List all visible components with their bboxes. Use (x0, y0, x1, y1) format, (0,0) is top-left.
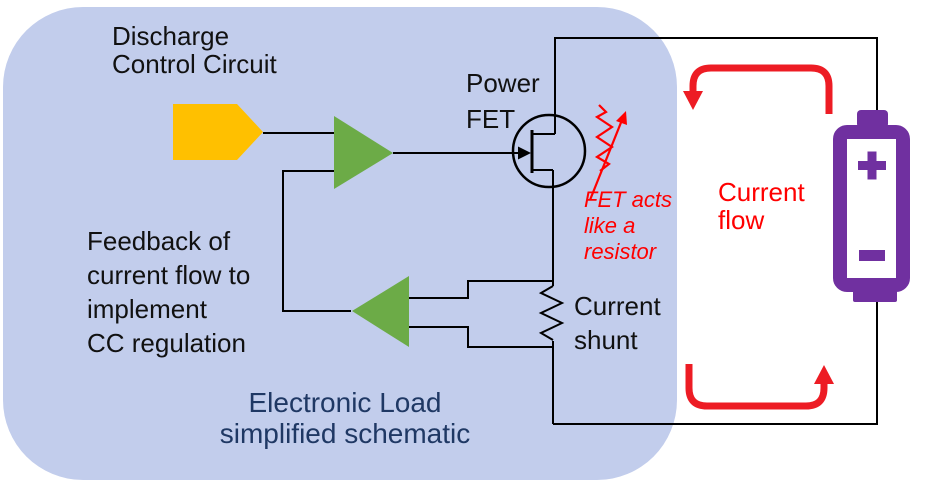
variable-resistor-arrowhead (616, 111, 627, 125)
wire-sense-top (409, 280, 552, 299)
current-flow-arrow-top-head (683, 91, 703, 110)
schematic-caption: Electronic Load simplified schematic (180, 387, 510, 449)
discharge-control-label: Discharge Control Circuit (112, 22, 277, 78)
feedback-line1: Feedback of (87, 226, 231, 256)
circuit-wires (263, 37, 878, 425)
power-fet-symbol-icon (511, 113, 587, 189)
feedback-label: Feedback of current flow to implement CC… (87, 224, 250, 360)
fet-circle (511, 113, 587, 189)
variable-resistor-icon (588, 104, 627, 201)
discharge-source-arrow-icon (173, 104, 263, 160)
fet-acts-line1: FET acts (584, 187, 673, 212)
power-fet-line1: Power (466, 68, 540, 98)
fet-acts-annotation: FET acts like a resistor (584, 187, 672, 265)
current-flow-arrow-top-shaft (689, 64, 833, 114)
feedback-amplifier-icon (352, 276, 409, 347)
feedback-line3: implement (87, 294, 207, 324)
battery-bottom-terminal (853, 290, 897, 302)
wire-bottom-loop (553, 302, 878, 425)
schematic-background-panel (3, 7, 677, 480)
current-flow-arrow-bottom-shaft (685, 364, 828, 410)
buffer-amplifier-icon (334, 116, 393, 189)
caption-line2: simplified schematic (219, 418, 471, 449)
wire-sense-bottom (409, 326, 552, 348)
wire-feedback-loop (282, 170, 351, 312)
discharge-control-line1: Discharge (112, 21, 230, 51)
discharge-control-line2: Control Circuit (112, 49, 277, 79)
battery-plus-icon (858, 151, 886, 180)
feedback-line2: current flow to (87, 260, 251, 290)
power-fet-label: Power FET (466, 65, 540, 137)
caption-line1: Electronic Load (248, 387, 442, 418)
current-flow-arrow-bottom-icon (685, 364, 834, 410)
current-flow-line2: flow (718, 205, 765, 235)
variable-resistor-arrow-shaft (588, 119, 624, 201)
current-flow-arrow-top-icon (683, 64, 833, 114)
battery-top-terminal (857, 110, 888, 128)
current-flow-line1: Current (718, 177, 805, 207)
fet-acts-line3: resistor (584, 239, 657, 264)
current-flow-label: Current flow (718, 178, 805, 234)
current-shunt-line2: shunt (574, 325, 638, 355)
power-fet-line2: FET (466, 104, 516, 134)
fet-acts-line2: like a (584, 213, 636, 238)
current-shunt-resistor-icon (538, 285, 565, 341)
feedback-line4: CC regulation (87, 328, 246, 358)
battery-icon (833, 110, 910, 302)
wire-top-loop (554, 37, 878, 134)
battery-minus-icon (859, 250, 885, 261)
gate-arrowhead-icon (518, 146, 531, 160)
battery-body (833, 125, 910, 292)
current-shunt-line1: Current (574, 291, 661, 321)
current-shunt-label: Current shunt (574, 289, 661, 357)
current-flow-arrow-bottom-head (814, 365, 834, 384)
